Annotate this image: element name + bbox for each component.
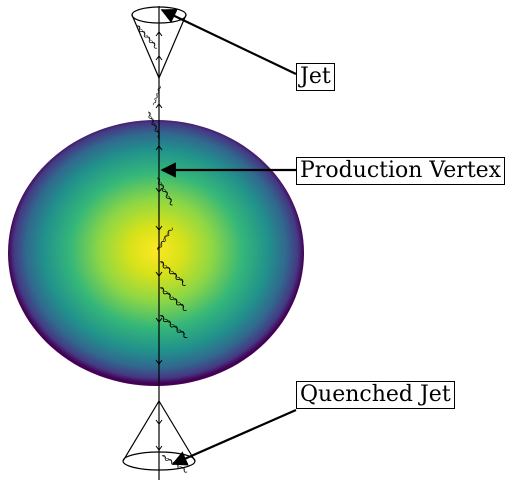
medium-blob: [8, 120, 304, 386]
jet-label: Jet: [296, 63, 335, 91]
parton-line: [155, 6, 163, 480]
quenched-jet-label: Quenched Jet: [296, 381, 455, 409]
jet-arrow-icon: [160, 9, 297, 75]
quenched-jet-arrow-icon: [171, 408, 297, 466]
gluon-spring-icon: [135, 24, 159, 50]
annotation-arrows: [160, 9, 297, 466]
production-vertex-label: Production Vertex: [296, 157, 506, 185]
gluon-spring-icon: [152, 85, 162, 106]
